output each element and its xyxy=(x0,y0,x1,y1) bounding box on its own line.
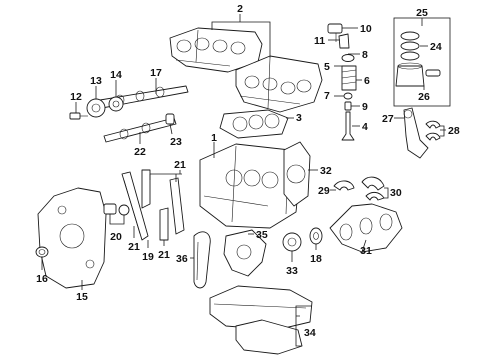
valve-seal xyxy=(343,92,353,100)
valve-cover-sensor xyxy=(327,23,343,42)
valve-keeper xyxy=(338,33,350,49)
timing-chain xyxy=(121,171,149,241)
callout-17: 17 xyxy=(150,67,162,79)
piston-pin xyxy=(425,69,441,77)
oil-pan xyxy=(209,285,313,331)
callout-16: 16 xyxy=(36,273,48,285)
callout-27: 27 xyxy=(382,113,394,125)
callout-13: 13 xyxy=(90,75,102,87)
leader-lines xyxy=(41,14,446,347)
callout-4: 4 xyxy=(362,121,368,133)
crankshaft xyxy=(329,203,403,253)
callout-labels: 1 2 3 4 5 6 7 8 9 10 11 12 13 14 15 16 1… xyxy=(36,3,460,339)
valve-guide xyxy=(344,101,352,111)
head-gasket xyxy=(219,109,289,139)
callout-5: 5 xyxy=(324,61,330,73)
oil-pump xyxy=(223,229,267,277)
engine-block xyxy=(199,143,301,229)
valve-spring xyxy=(341,65,357,91)
callout-14: 14 xyxy=(110,69,122,81)
callout-23: 23 xyxy=(170,136,182,148)
crankshaft-pulley xyxy=(282,232,302,252)
callout-20: 20 xyxy=(110,231,122,243)
callout-28: 28 xyxy=(448,125,460,137)
callout-11: 11 xyxy=(314,35,325,47)
callout-22: 22 xyxy=(134,146,146,158)
callout-31: 31 xyxy=(360,245,372,257)
main-bearing-lower xyxy=(361,176,385,201)
cam-bolt xyxy=(69,112,88,120)
callout-8: 8 xyxy=(362,49,368,61)
main-bearing-upper xyxy=(333,180,355,191)
callout-35: 35 xyxy=(256,229,268,241)
oil-pan-lower xyxy=(235,319,303,355)
callout-26: 26 xyxy=(418,91,430,103)
rod-bearings xyxy=(425,120,441,141)
chain-guide-right xyxy=(169,177,185,235)
callout-9: 9 xyxy=(362,101,368,113)
callout-30: 30 xyxy=(390,187,402,199)
piston xyxy=(395,62,425,87)
callout-1: 1 xyxy=(211,132,217,144)
callout-7: 7 xyxy=(324,90,330,102)
front-seal xyxy=(35,246,49,258)
connecting-rod xyxy=(403,107,429,159)
chain-guide-lower xyxy=(159,207,169,241)
callout-33: 33 xyxy=(286,265,298,277)
callout-18: 18 xyxy=(310,253,322,265)
crank-sprocket xyxy=(309,227,323,245)
callout-10: 10 xyxy=(360,23,372,35)
cylinder-head-right xyxy=(235,55,323,113)
callout-15: 15 xyxy=(76,291,88,303)
callout-34: 34 xyxy=(304,327,316,339)
callout-21-top: 21 xyxy=(174,159,186,171)
callout-6: 6 xyxy=(364,75,370,87)
chain-tensioner xyxy=(103,203,130,216)
callout-25: 25 xyxy=(416,7,428,19)
callout-36: 36 xyxy=(176,253,188,265)
rear-cover-plate xyxy=(283,141,311,207)
timing-cover xyxy=(37,187,107,289)
drive-belt xyxy=(193,231,211,289)
callout-3: 3 xyxy=(296,112,302,124)
callout-2: 2 xyxy=(237,3,243,15)
cam-adjuster xyxy=(86,98,106,118)
callout-32: 32 xyxy=(320,165,332,177)
callout-24: 24 xyxy=(430,41,442,53)
chain-guide-upper xyxy=(141,169,151,209)
callout-21-left: 21 xyxy=(128,241,140,253)
callout-21-right: 21 xyxy=(158,249,170,261)
valve-retainer xyxy=(341,54,355,62)
piston-rings xyxy=(400,31,420,61)
camshaft-sensor xyxy=(165,113,175,125)
cam-sprocket xyxy=(108,96,124,112)
engine-valve xyxy=(341,111,355,141)
camshaft-lower xyxy=(103,117,177,143)
callout-19: 19 xyxy=(142,251,154,263)
callout-12: 12 xyxy=(70,91,82,103)
callout-29: 29 xyxy=(318,185,330,197)
